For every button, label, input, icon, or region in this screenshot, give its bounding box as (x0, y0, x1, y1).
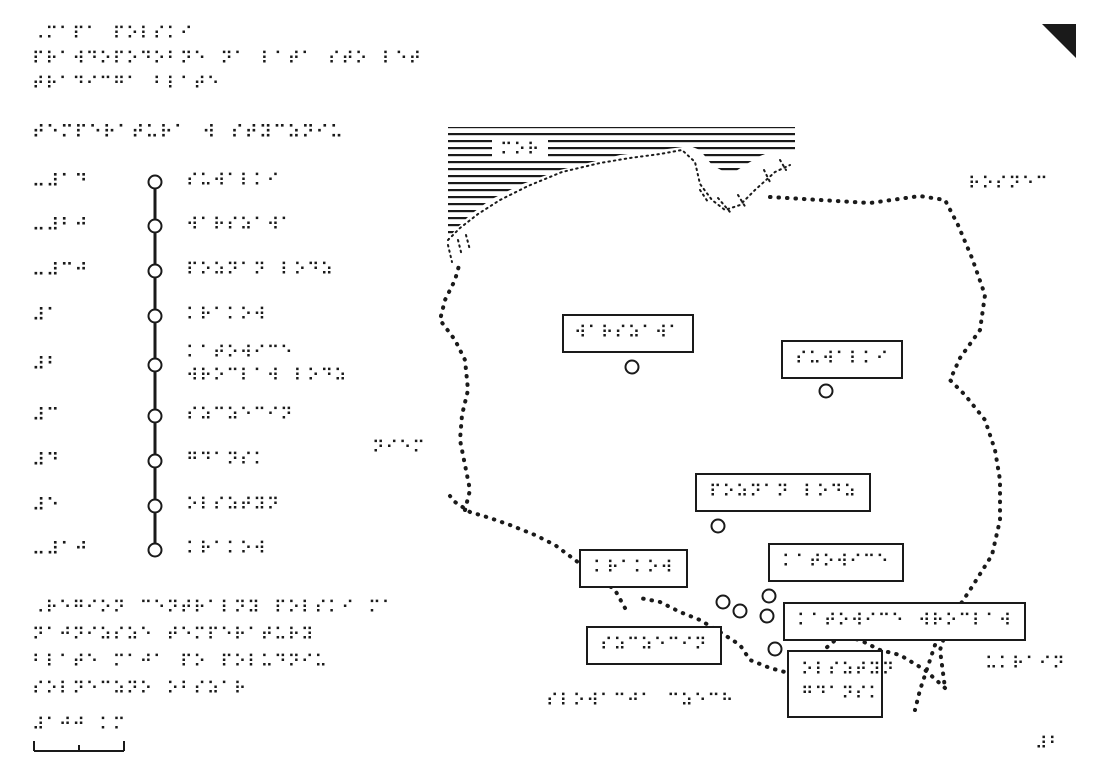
legend-label-4: ⠅⠗⠁⠅⠕⠺ (186, 305, 267, 325)
footer-text-3: ⠃⠇⠁⠞⠑⠀⠍⠁⠚⠁⠀⠏⠕⠀⠏⠕⠇⠥⠙⠝⠊⠥ (32, 652, 328, 672)
city-marker-krakow (732, 603, 748, 619)
city-label-poznan: ⠏⠕⠵⠝⠁⠝⠀⠇⠕⠙⠵ (695, 473, 871, 512)
legend-value-6: ⠼⠉ (32, 405, 61, 426)
footer-text-4: ⠎⠕⠇⠝⠑⠉⠵⠝⠕⠀⠕⠃⠎⠵⠁⠗ (32, 679, 248, 699)
legend-label-8: ⠕⠇⠎⠵⠞⠽⠝ (186, 495, 281, 515)
corner-marker-icon (1042, 24, 1076, 58)
legend-value-2: ⠤⠼⠃⠚ (32, 215, 89, 236)
city-label-katowice: ⠅⠁⠞⠕⠺⠊⠉⠑ (768, 543, 904, 582)
scale-label: ⠼⠁⠚⠚⠀⠅⠍ (32, 715, 127, 735)
coastline (447, 148, 791, 241)
legend-title: ⠞⠑⠍⠏⠑⠗⠁⠞⠥⠗⠁⠀⠺⠀⠎⠞⠽⠉⠵⠝⠊⠥ (32, 122, 345, 143)
city-label-katowice-wroclaw: ⠅⠁⠞⠕⠺⠊⠉⠑⠀⠺⠗⠕⠉⠇⠁⠺ (783, 602, 1027, 641)
east-neighbor-label: ⠗⠕⠎⠝⠑⠉ (968, 174, 1049, 194)
city-marker-olsztyn (767, 641, 783, 657)
west-neighbor-label: ⠝⠊⠑⠍ (372, 438, 426, 458)
legend-value-7: ⠼⠙ (32, 450, 61, 471)
city-marker-katowice (761, 588, 777, 604)
country-border (437, 193, 1002, 712)
city-marker-gdansk (759, 608, 775, 624)
city-marker-warszawa (624, 359, 640, 375)
city-label-warszawa: ⠺⠁⠗⠎⠵⠁⠺⠁ (562, 314, 694, 353)
city-marker-poznan (710, 518, 726, 534)
sea-label: ⠍⠕⠗ (492, 140, 549, 161)
coastline-hatch (447, 159, 787, 263)
legend-value-8: ⠼⠑ (32, 495, 61, 516)
legend-value-5: ⠼⠃ (32, 354, 61, 375)
page-number: ⠼⠃ (1035, 734, 1062, 754)
legend-label-3: ⠏⠕⠵⠝⠁⠝⠀⠇⠕⠙⠵ (186, 260, 334, 280)
legend-label-7: ⠛⠙⠁⠝⠎⠅ (186, 450, 267, 470)
footer-text-2: ⠝⠁⠚⠝⠊⠵⠎⠵⠑⠀⠞⠑⠍⠏⠑⠗⠁⠞⠥⠗⠽ (32, 625, 315, 645)
map-subtitle: ⠏⠗⠁⠺⠙⠕⠏⠕⠙⠕⠃⠝⠑⠀⠝⠁⠀⠇⠁⠞⠁⠀⠎⠞⠕⠀⠇⠑⠞ (32, 49, 423, 69)
scale-bar (33, 741, 125, 752)
legend-value-3: ⠤⠼⠉⠚ (32, 260, 89, 281)
legend-value-4: ⠼⠁ (32, 305, 61, 326)
south-neighbor-label: ⠎⠇⠕⠺⠁⠉⠚⠁⠀⠉⠵⠑⠉⠓ (546, 691, 735, 711)
legend-value-1: ⠤⠼⠁⠙ (32, 171, 89, 192)
city-marker-szczecin (715, 594, 731, 610)
map-title: ⠠⠍⠁⠏⠁⠀⠏⠕⠇⠎⠅⠊ (32, 24, 194, 44)
city-label-suwalki: ⠎⠥⠺⠁⠇⠅⠊ (781, 340, 904, 379)
legend-label-5: ⠅⠁⠞⠕⠺⠊⠉⠑ (186, 343, 294, 363)
city-marker-suwalki (818, 383, 834, 399)
city-label-gdansk: ⠛⠙⠁⠝⠎⠅ (801, 684, 882, 704)
city-label-krakow: ⠅⠗⠁⠅⠕⠺ (579, 549, 688, 588)
city-label-szczecin: ⠎⠵⠉⠵⠑⠉⠊⠝ (586, 626, 722, 665)
legend-label-6: ⠎⠵⠉⠵⠑⠉⠊⠝ (186, 405, 294, 425)
legend-label-5b: ⠺⠗⠕⠉⠇⠁⠺⠀⠇⠕⠙⠵ (186, 366, 348, 386)
city-label-box-olsztyn-gdansk: ⠕⠇⠎⠵⠞⠽⠝ ⠛⠙⠁⠝⠎⠅ (787, 650, 894, 718)
city-label-olsztyn: ⠕⠇⠎⠵⠞⠽⠝ (801, 660, 896, 680)
legend-label-9: ⠅⠗⠁⠅⠕⠺ (186, 539, 267, 559)
map-subtitle-2: ⠞⠗⠁⠙⠊⠉⠛⠁⠀⠃⠇⠁⠞⠑ (32, 74, 221, 94)
legend-value-9: ⠤⠼⠁⠚ (32, 539, 89, 560)
east-neighbor-2-label: ⠥⠅⠗⠁⠊⠝ (985, 654, 1066, 674)
legend-label-1: ⠎⠥⠺⠁⠇⠅⠊ (186, 171, 281, 191)
legend-label-2: ⠺⠁⠗⠎⠵⠁⠺⠁ (186, 215, 294, 235)
footer-text-1: ⠠⠗⠑⠛⠊⠕⠝⠀⠉⠑⠝⠞⠗⠁⠇⠝⠽⠀⠏⠕⠇⠎⠅⠊⠀⠍⠁ (32, 598, 396, 618)
